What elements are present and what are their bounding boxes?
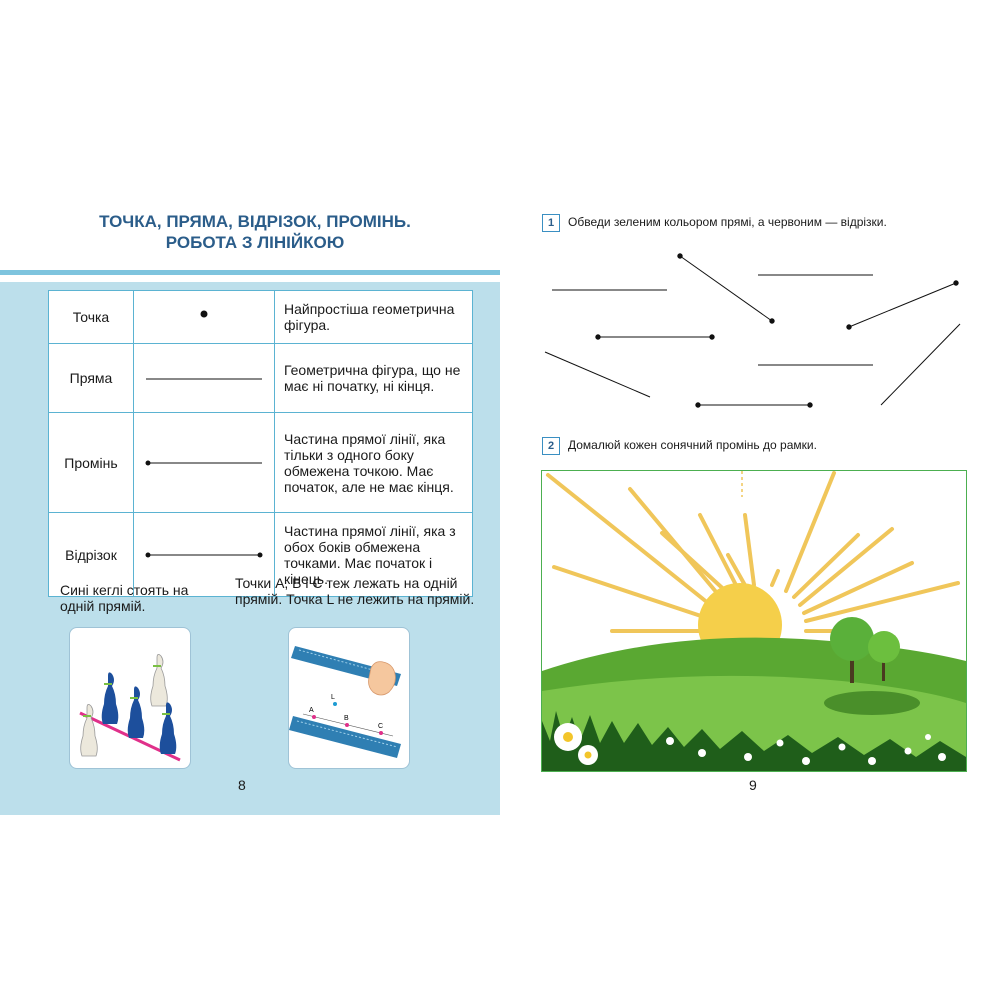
- task-2-badge: 2: [542, 437, 560, 455]
- left-page: ТОЧКА, ПРЯМА, ВІДРІЗОК, ПРОМІНЬ. РОБОТА …: [0, 212, 500, 815]
- blue-pin: [127, 686, 145, 738]
- task-2-text: Домалюй кожен сонячний промінь до рамки.: [568, 438, 817, 452]
- hand-icon: [368, 661, 396, 696]
- ruler-illustration: L A B C: [289, 646, 401, 758]
- segment-illustration: [133, 512, 275, 597]
- exercise-segment[interactable]: [695, 402, 813, 408]
- exercise-segment[interactable]: [846, 280, 959, 330]
- table-row: Відрізок Частина прямої лінії, яка з обо…: [48, 512, 473, 597]
- table-row: Промінь Частина прямої лінії, яка тільки…: [48, 412, 473, 513]
- page-title-line1: ТОЧКА, ПРЯМА, ВІДРІЗОК, ПРОМІНЬ.: [99, 212, 411, 231]
- description-cell: Частина прямої лінії, яка тільки з одног…: [274, 412, 473, 513]
- white-pin: [150, 654, 168, 707]
- ruler-bottom: [289, 716, 401, 758]
- point-label-a: A: [309, 707, 314, 714]
- blue-pin: [159, 702, 177, 754]
- sun-picture-frame[interactable]: [541, 470, 967, 772]
- point-label-c: C: [378, 723, 383, 730]
- grass: [542, 711, 966, 771]
- title-divider: [0, 270, 500, 275]
- daisies: [554, 723, 946, 765]
- exercise-line[interactable]: [880, 323, 961, 406]
- trees: [824, 617, 920, 715]
- points-caption: Точки А, В і С теж лежать на одній прямі…: [235, 575, 475, 607]
- point-label-b: B: [344, 715, 349, 722]
- description-cell: Геометрична фігура, що не має ні початку…: [274, 343, 473, 413]
- lines-exercise[interactable]: [540, 245, 980, 415]
- definitions-table: Точка Найпростіша геометрична фігура. Пр…: [48, 290, 473, 597]
- sun-landscape-illustration: [542, 471, 966, 771]
- ray-illustration: [133, 412, 275, 513]
- term-cell: Точка: [48, 290, 134, 344]
- task-1-text: Обведи зеленим кольором прямі, а червони…: [568, 215, 887, 229]
- task-1-badge: 1: [542, 214, 560, 232]
- exercise-segment[interactable]: [677, 253, 775, 324]
- sun-rays: [546, 471, 960, 669]
- ruler-card: L A B C: [288, 627, 410, 769]
- page-number-right: 9: [749, 777, 757, 793]
- description-cell: Частина прямої лінії, яка з обох боків о…: [274, 512, 473, 597]
- term-cell: Відрізок: [48, 512, 134, 597]
- page-number-left: 8: [238, 777, 246, 793]
- description-cell: Найпростіша геометрична фігура.: [274, 290, 473, 344]
- point-illustration: [133, 290, 275, 344]
- page-title-line2: РОБОТА З ЛІНІЙКОЮ: [165, 233, 345, 252]
- exercise-line[interactable]: [544, 351, 651, 398]
- term-cell: Пряма: [48, 343, 134, 413]
- line-illustration: [133, 343, 275, 413]
- white-pin: [80, 704, 98, 757]
- table-row: Пряма Геометрична фігура, що не має ні п…: [48, 343, 473, 413]
- bowling-pins-illustration: [79, 654, 181, 762]
- blue-pin: [101, 672, 119, 724]
- exercise-segment[interactable]: [595, 334, 715, 340]
- table-row: Точка Найпростіша геометрична фігура.: [48, 290, 473, 344]
- term-cell: Промінь: [48, 412, 134, 513]
- bowling-pins-card: [69, 627, 191, 769]
- bowling-pins-caption: Сині кеглі стоять на одній прямій.: [60, 582, 189, 614]
- point-label-l: L: [331, 694, 335, 701]
- right-page: 1 Обведи зеленим кольором прямі, а черво…: [500, 0, 1000, 1000]
